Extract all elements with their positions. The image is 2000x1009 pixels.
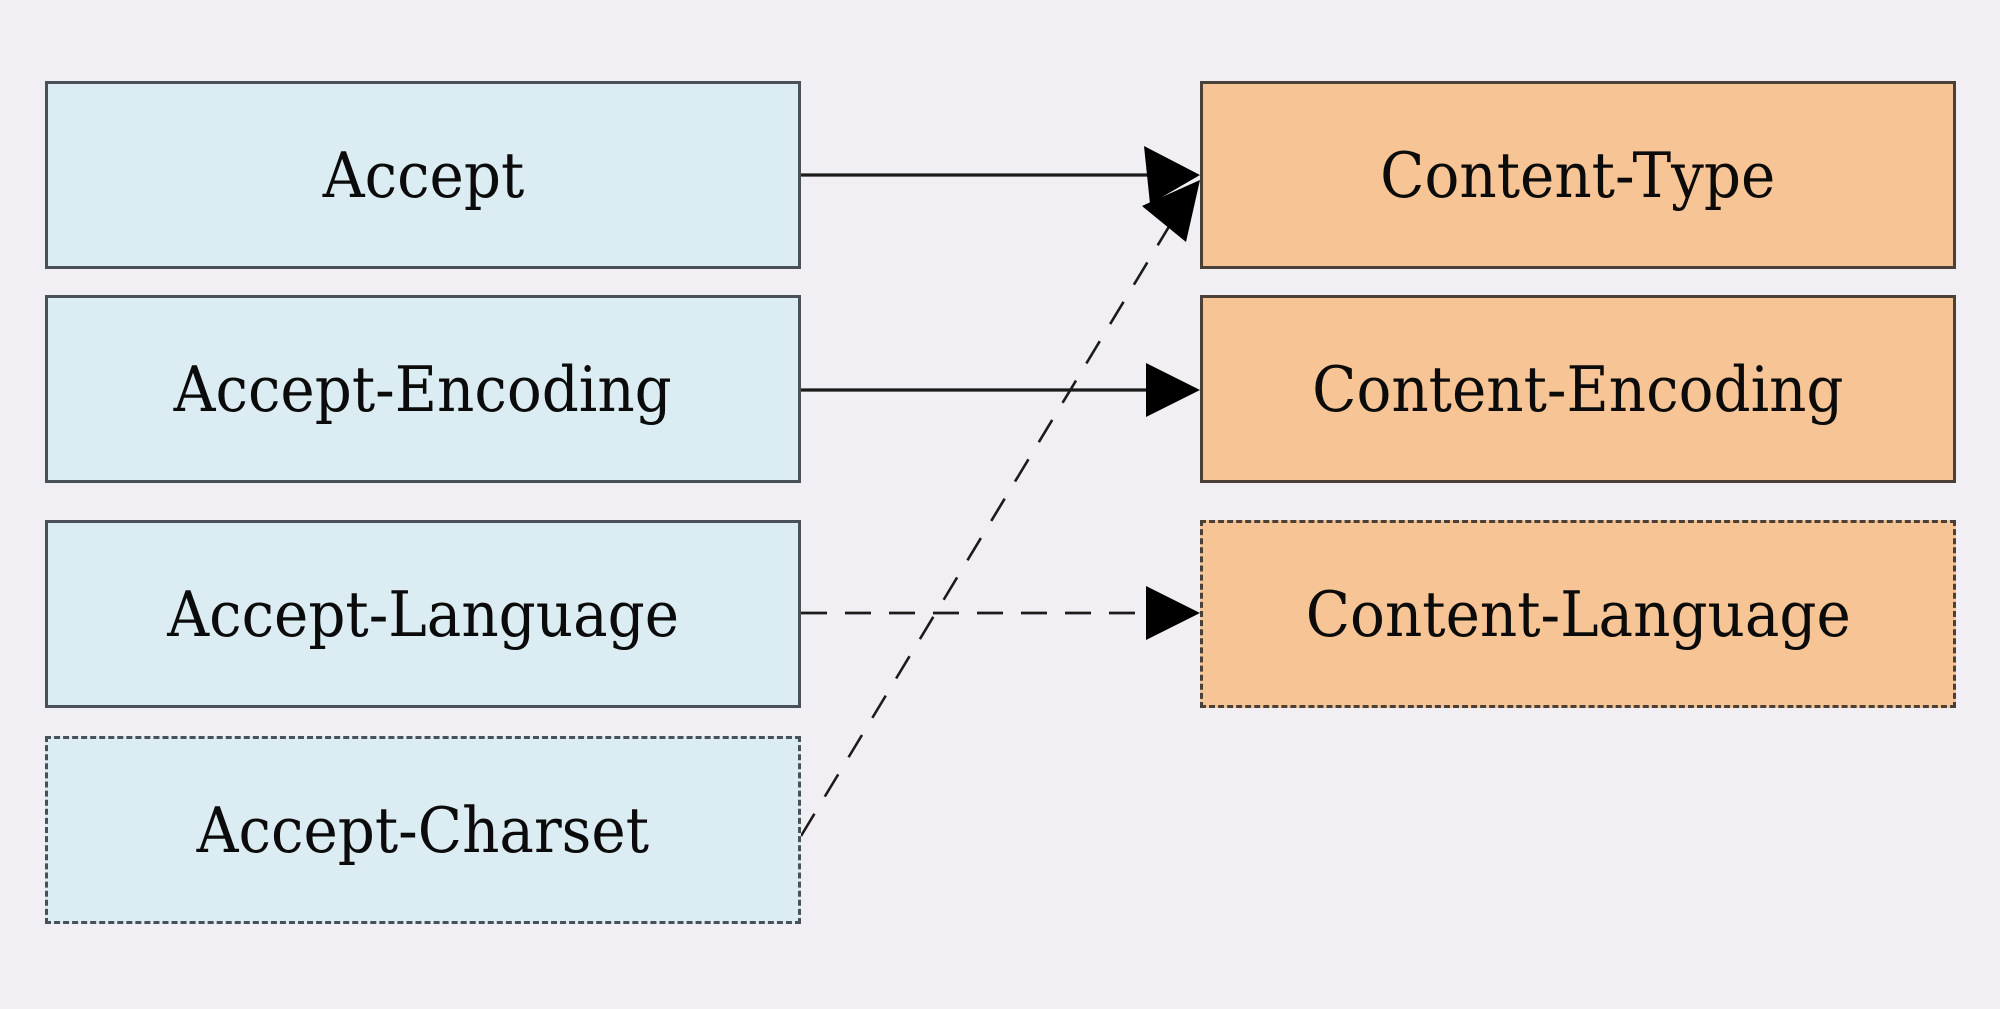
edge-accept-encoding-to-content-encoding xyxy=(801,363,1200,417)
node-label: Content-Language xyxy=(1305,577,1851,651)
node-accept-language[interactable]: Accept-Language xyxy=(45,520,801,708)
node-label: Accept-Language xyxy=(167,577,679,651)
node-label: Content-Encoding xyxy=(1312,352,1844,426)
edge-accept-to-content-type xyxy=(801,146,1200,204)
node-label: Accept-Charset xyxy=(196,793,650,867)
node-content-encoding[interactable]: Content-Encoding xyxy=(1200,295,1956,483)
node-content-type[interactable]: Content-Type xyxy=(1200,81,1956,269)
node-label: Accept xyxy=(322,138,524,212)
edge-accept-charset-to-content-type xyxy=(799,180,1200,837)
node-accept-encoding[interactable]: Accept-Encoding xyxy=(45,295,801,483)
node-content-language[interactable]: Content-Language xyxy=(1200,520,1956,708)
node-label: Accept-Encoding xyxy=(173,352,673,426)
node-accept[interactable]: Accept xyxy=(45,81,801,269)
node-accept-charset[interactable]: Accept-Charset xyxy=(45,736,801,924)
edge-accept-language-to-content-language xyxy=(801,586,1200,640)
node-label: Content-Type xyxy=(1380,138,1776,212)
